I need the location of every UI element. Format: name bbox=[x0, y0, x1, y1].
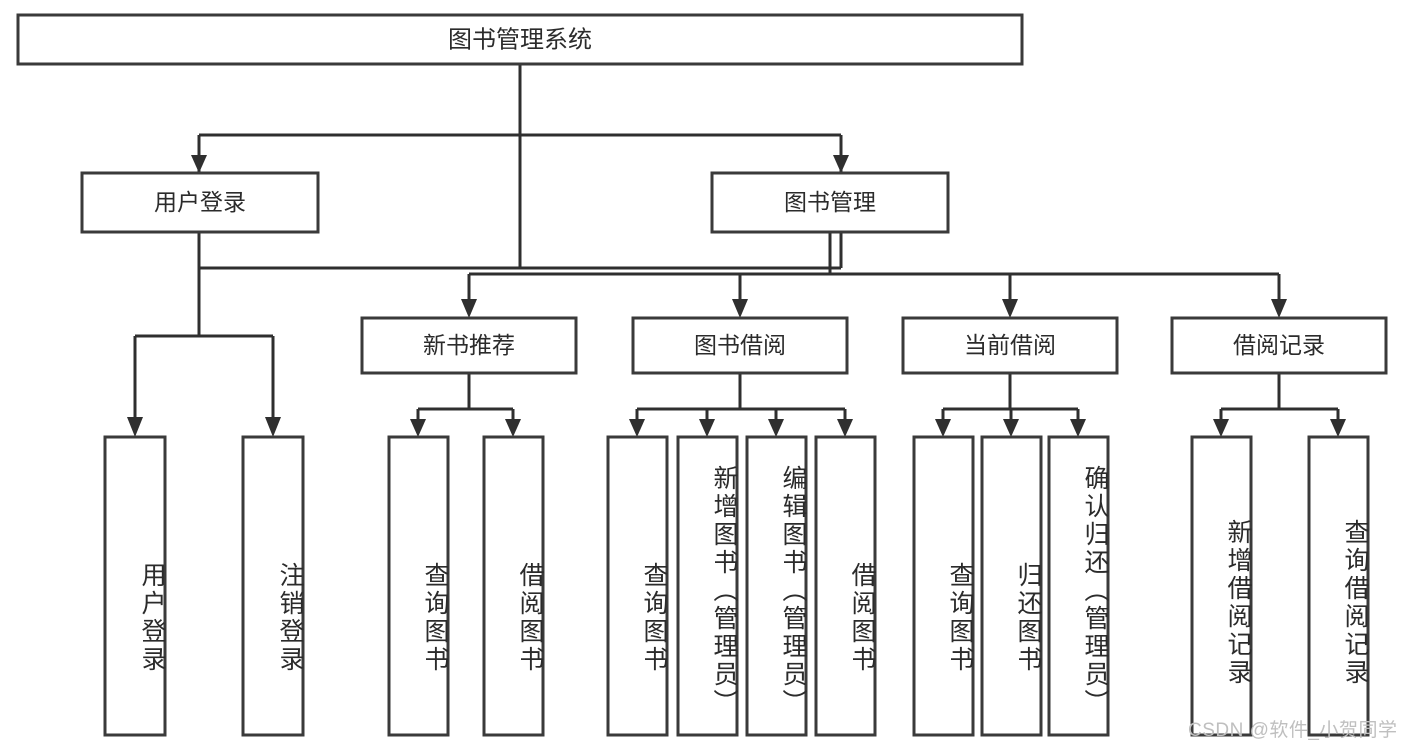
watermark: CSDN @软件_小贺同学 bbox=[1188, 720, 1398, 741]
box-outlines-top bbox=[16, 13, 1388, 737]
level2-label-book-management: 图书管理 bbox=[784, 189, 876, 215]
level3-label-borrow-records: 借阅记录 bbox=[1233, 332, 1325, 358]
level3-label-new-book-recommend: 新书推荐 bbox=[423, 332, 515, 358]
level3-label-current-borrow: 当前借阅 bbox=[964, 332, 1056, 358]
root-node-label: 图书管理系统 bbox=[448, 26, 592, 53]
level2-label-user-login: 用户登录 bbox=[154, 189, 246, 215]
tree-connectors bbox=[127, 64, 1346, 437]
level3-label-book-borrow: 图书借阅 bbox=[694, 332, 786, 358]
